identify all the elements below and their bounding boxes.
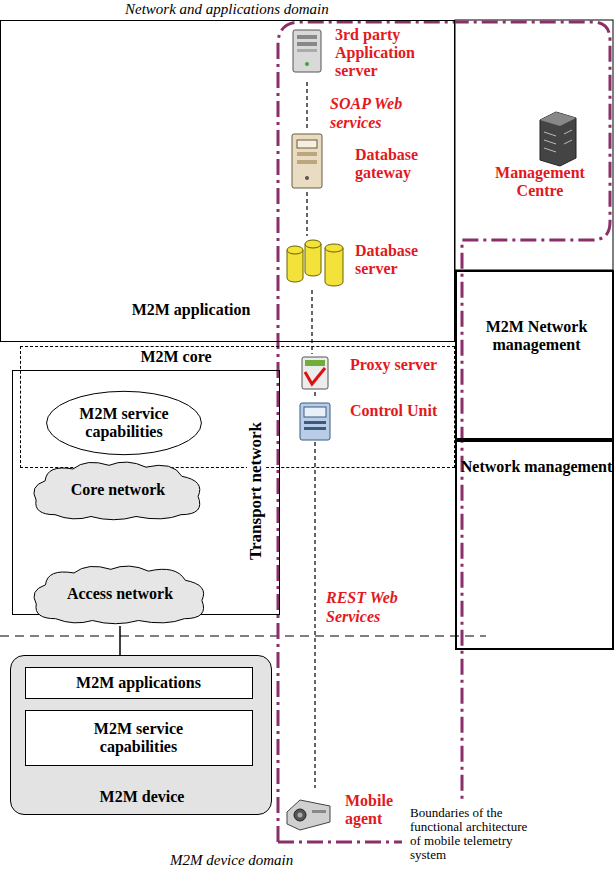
component-label-box: Mobile agent <box>283 788 403 832</box>
cloud-shape <box>34 462 200 520</box>
connector-line <box>311 290 312 354</box>
connector-line <box>306 192 307 236</box>
component-name: Management Centre <box>470 164 610 200</box>
mobile-agent-icon <box>287 800 330 830</box>
component-label-box: Management Centre <box>470 108 610 202</box>
layer-box: M2M service capabilities <box>25 710 253 766</box>
cloud-shape <box>34 566 204 624</box>
layer-box: M2M application 3rd party Application ser… <box>0 20 455 342</box>
system-boundary <box>278 22 610 842</box>
control-unit-icon <box>300 403 330 440</box>
component-name: Control Unit <box>350 402 440 420</box>
layer-name: M2M service capabilities <box>74 720 204 756</box>
component-label-box: Control Unit <box>296 398 446 442</box>
connector-line <box>306 82 307 130</box>
component-name: Mobile agent <box>345 792 403 828</box>
layer-name: M2M applications <box>76 674 201 692</box>
proxy-icon <box>302 357 328 389</box>
domain-label: Network and applications domain <box>125 1 425 18</box>
layer-name: M2M Network management <box>457 318 614 354</box>
layer-box: M2M Network management <box>455 270 614 440</box>
connector-line <box>119 626 121 655</box>
layer-box: M2M applications <box>25 667 253 699</box>
connector-line <box>314 442 315 788</box>
rack-icon <box>540 112 576 166</box>
layer-name: M2M core <box>101 348 251 366</box>
layer-name: Access network <box>67 585 173 603</box>
server-icon <box>293 30 321 72</box>
region-box <box>455 20 613 270</box>
component-name: Database gateway <box>355 146 447 182</box>
layer-name: Transport network <box>247 420 265 562</box>
capability-ellipse: M2M service capabilities <box>45 390 203 456</box>
component-label-box: Database gateway <box>283 130 453 192</box>
layer-box: Transport network M2M service capabilitie… <box>12 370 280 615</box>
network-cloud: Access network <box>28 562 212 626</box>
interface-label: SOAP Web services <box>330 94 450 132</box>
layer-name: M2M device <box>11 788 273 806</box>
component-name: Proxy server <box>350 356 440 374</box>
layer-name: M2M service capabilities <box>64 405 184 441</box>
interface-label: REST Web Services <box>326 588 446 626</box>
component-name: Database server <box>355 242 447 278</box>
domain-divider <box>0 635 486 636</box>
component-label-box: Database server <box>283 236 453 290</box>
ellipse-shape <box>47 391 202 454</box>
layer-name: M2M application <box>91 301 291 319</box>
layer-name: Network management <box>457 458 614 476</box>
layer-box: M2M device M2M applicationsM2M service ca… <box>10 655 272 815</box>
system-boundary <box>278 841 402 844</box>
boundary-note: Boundaries of the functional architectur… <box>410 806 534 862</box>
component-label-box: Proxy server <box>296 354 446 392</box>
database-icon <box>287 240 343 286</box>
gateway-icon <box>292 134 322 188</box>
network-cloud: Core network <box>28 458 208 522</box>
layer-box: Network management <box>455 440 614 650</box>
domain-label: M2M device domain <box>170 852 370 869</box>
layer-name: Core network <box>71 481 165 499</box>
connector-line <box>314 392 315 398</box>
component-label-box: 3rd party Application server <box>283 24 453 82</box>
component-name: 3rd party Application server <box>335 26 447 80</box>
